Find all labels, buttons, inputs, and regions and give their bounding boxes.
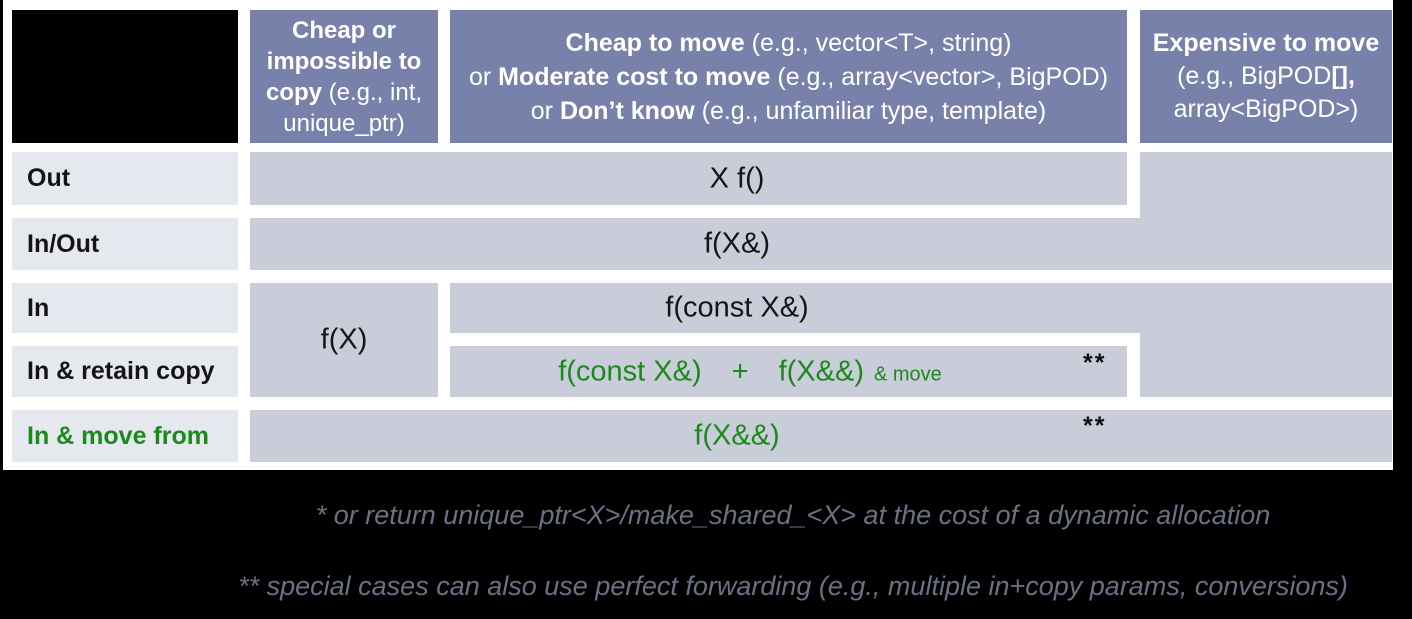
line3-rest: (e.g., unfamiliar type, template): [694, 96, 1047, 125]
row-header-out-label: Out: [27, 164, 71, 192]
cell-inout-text: f(X&): [703, 227, 771, 260]
line2-bold: Moderate cost to move: [498, 62, 771, 91]
row-header-in-retain-copy: In & retain copy: [12, 346, 238, 397]
cell-in-const-ref-text: f(const X&): [665, 291, 809, 324]
row-header-inout: In/Out: [12, 218, 238, 270]
cell-in-move-from: f(X&&): [250, 410, 1392, 462]
expensive-line2-pre: (e.g., BigPOD: [1177, 62, 1332, 90]
row-header-in-label: In: [27, 293, 50, 322]
retain-const-ref: f(const X&): [558, 355, 702, 387]
retain-rvalue-ref: f(X&&): [778, 355, 864, 387]
cell-in-by-value: f(X): [250, 283, 438, 397]
column-header-expensive-move: Expensive to move (e.g., BigPOD[], array…: [1140, 10, 1392, 143]
retain-footnote-marker: **: [1083, 349, 1107, 377]
column-header-cheap-copy-text: Cheap or impossible to copy (e.g., int, …: [256, 15, 432, 139]
row-header-inout-label: In/Out: [27, 229, 100, 258]
row-header-in-move-from-label: In & move from: [27, 421, 209, 450]
row-header-in: In: [12, 283, 238, 333]
line2-pre: or: [468, 62, 499, 91]
cell-in-retain-copy-text: f(const X&) + f(X&&) & move: [558, 355, 942, 388]
retain-and-move-suffix: & move: [873, 363, 942, 385]
footnote-dynamic-allocation: * or return unique_ptr<X>/make_shared_<X…: [315, 500, 1271, 530]
column-header-cheap-copy-rest: (e.g., int, unique_ptr): [283, 78, 423, 137]
column-header-cheap-move-line3: or Don’t know (e.g., unfamiliar type, te…: [450, 94, 1127, 128]
column-header-expensive-line2: (e.g., BigPOD[],: [1140, 60, 1392, 93]
row-header-in-move-from: In & move from: [12, 410, 238, 462]
line3-bold: Don’t know: [559, 96, 695, 125]
footnote-perfect-forwarding: ** special cases can also use perfect fo…: [238, 571, 1348, 601]
column-header-cheap-copy-bold: Cheap or impossible to copy: [265, 16, 422, 106]
retain-plus: +: [731, 355, 749, 387]
column-header-cheap-move: Cheap to move (e.g., vector<T>, string) …: [450, 10, 1127, 143]
cell-out-return: X f(): [250, 152, 1127, 205]
cell-out-return-text: X f(): [709, 162, 765, 194]
corner-cell: [12, 10, 238, 143]
expensive-line2-bold: [],: [1331, 62, 1355, 90]
cell-in-move-from-text: f(X&&): [694, 419, 780, 452]
column-header-expensive-line3: array<BigPOD>): [1173, 95, 1359, 123]
row-header-out: Out: [12, 152, 238, 205]
line2-rest: (e.g., array<vector>, BigPOD): [770, 62, 1109, 91]
line3-pre: or: [530, 96, 560, 125]
cell-in-const-ref: f(const X&): [450, 283, 1392, 333]
column-header-expensive-line1: Expensive to move: [1152, 29, 1380, 57]
cell-in-retain-copy: f(const X&) + f(X&&) & move: [450, 346, 1127, 397]
column-header-cheap-move-line2: or Moderate cost to move (e.g., array<ve…: [450, 60, 1127, 94]
line1-rest: (e.g., vector<T>, string): [744, 28, 1012, 57]
column-header-cheap-copy: Cheap or impossible to copy (e.g., int, …: [250, 10, 438, 143]
cell-inout: f(X&): [250, 218, 1392, 270]
column-header-cheap-move-line1: Cheap to move (e.g., vector<T>, string): [450, 26, 1127, 60]
move-footnote-marker: **: [1083, 412, 1107, 440]
line1-bold: Cheap to move: [565, 28, 745, 57]
row-header-in-retain-copy-label: In & retain copy: [27, 357, 215, 385]
cell-in-by-value-text: f(X): [320, 323, 368, 356]
